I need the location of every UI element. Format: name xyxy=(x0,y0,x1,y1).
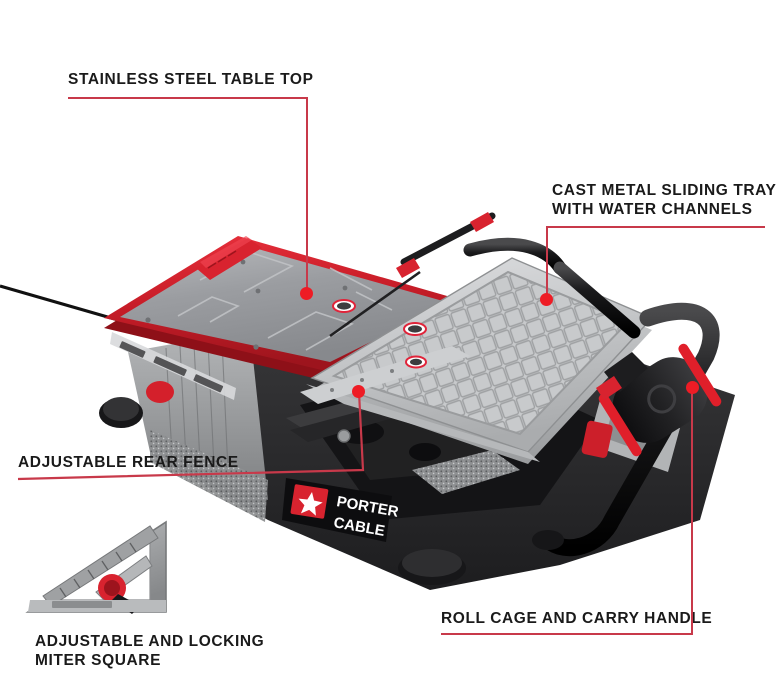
callout-dot-stainless-steel-table-top xyxy=(300,287,313,300)
miter-square xyxy=(25,520,167,614)
callout-leader-cast-metal-sliding-tray xyxy=(546,226,548,299)
callout-underline-cast-metal-sliding-tray xyxy=(546,226,765,228)
callout-label-stainless-steel-table-top: STAINLESS STEEL TABLE TOP xyxy=(68,71,314,88)
callout-label-roll-cage-and-carry-handle: ROLL CAGE AND CARRY HANDLE xyxy=(441,610,713,627)
callout-dot-cast-metal-sliding-tray xyxy=(540,293,553,306)
callout-leader-roll-cage-and-carry-handle xyxy=(691,388,693,633)
tray-water-channels xyxy=(334,272,628,434)
callout-label-adjustable-and-locking-miter-square: ADJUSTABLE AND LOCKING MITER SQUARE xyxy=(35,633,265,669)
porter-cable-badge: PORTER CABLE xyxy=(282,478,400,542)
callout-label-cast-metal-sliding-tray: CAST METAL SLIDING TRAY WITH WATER CHANN… xyxy=(552,182,777,218)
power-cord xyxy=(0,284,126,324)
callout-dot-roll-cage-and-carry-handle xyxy=(686,381,699,394)
tray-guide-rail xyxy=(300,346,470,404)
warning-decal xyxy=(332,299,427,369)
callout-dot-adjustable-rear-fence xyxy=(352,385,365,398)
carry-handle-grip xyxy=(612,357,708,443)
callout-leader-stainless-steel-table-top xyxy=(306,97,308,293)
callout-underline-stainless-steel-table-top xyxy=(68,97,308,99)
callout-underline-roll-cage-and-carry-handle xyxy=(441,633,693,635)
callout-label-adjustable-rear-fence: ADJUSTABLE REAR FENCE xyxy=(18,454,239,471)
roll-cage-tube xyxy=(539,302,720,557)
